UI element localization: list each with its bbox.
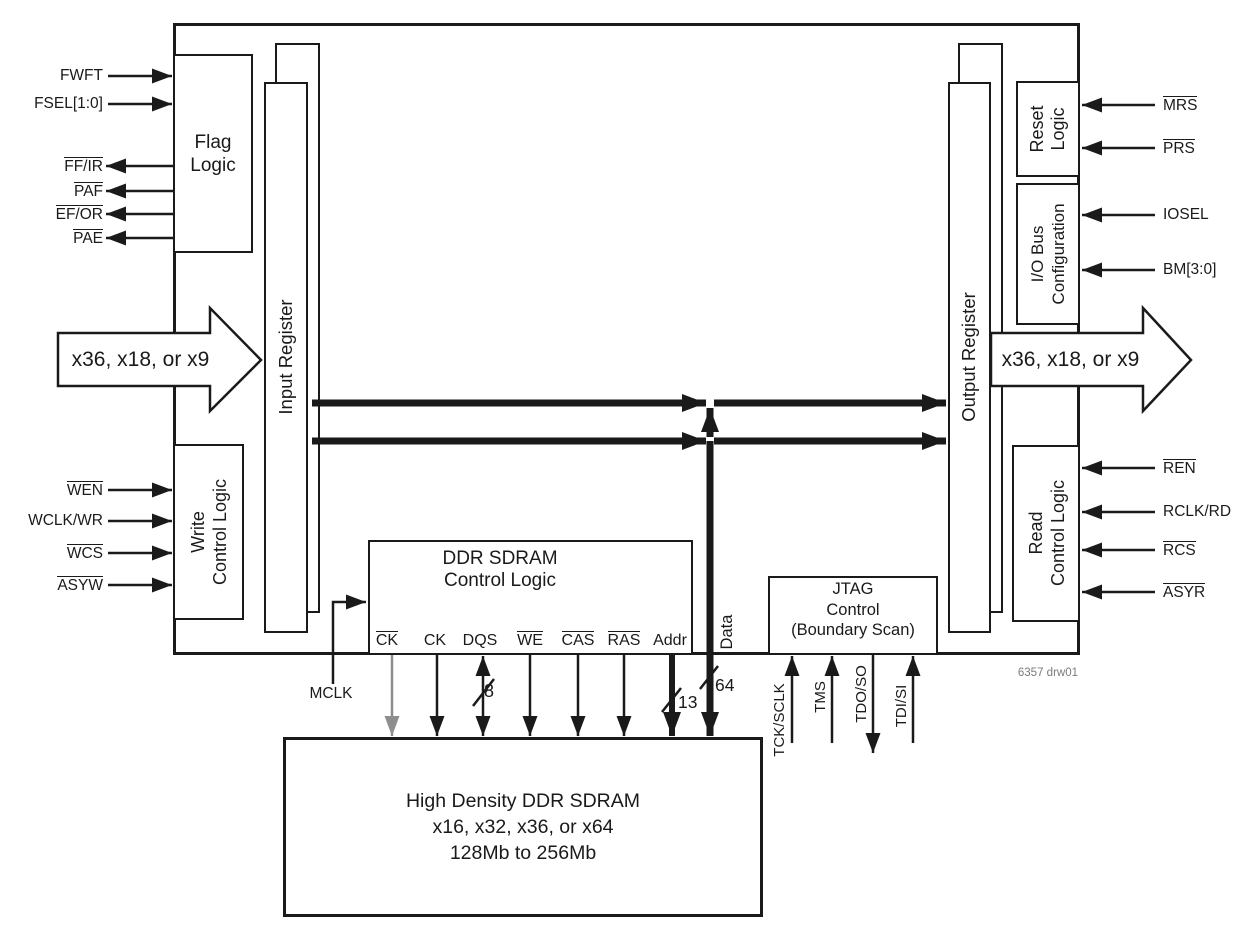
signal-rcs-text: RCS xyxy=(1163,541,1196,559)
signal-wcs-text: WCS xyxy=(66,544,103,562)
signal-rcs: RCS xyxy=(1163,541,1256,559)
input-register-label: Input Register xyxy=(275,299,296,415)
jtag-control-block xyxy=(768,576,938,655)
pin-ckb: CK xyxy=(357,631,417,651)
dqs-width-label: 8 xyxy=(484,681,495,701)
signal-fwft: FWFT xyxy=(59,67,103,84)
pin-addr: Addr xyxy=(653,632,687,649)
io-bus-config-label: I/O Bus Configuration xyxy=(1028,203,1068,305)
reset-logic-label: Reset Logic xyxy=(1027,105,1068,153)
signal-bm: BM[3:0] xyxy=(1163,261,1217,278)
signal-prs-text: PRS xyxy=(1163,139,1195,157)
output-register-label: Output Register xyxy=(958,292,979,422)
signal-prs: PRS xyxy=(1163,139,1256,157)
right-bus-width-label: x36, x18, or x9 xyxy=(1001,348,1140,371)
signal-pae: PAE xyxy=(8,229,103,247)
signal-asyw-text: ASYW xyxy=(57,576,103,594)
signal-ff-ir-text: FF/IR xyxy=(64,157,103,175)
signal-ren: REN xyxy=(1163,459,1256,477)
data-bus-label: Data xyxy=(718,614,736,650)
pin-rasb: RAS xyxy=(594,631,654,651)
pin-rasb-label: RAS xyxy=(607,631,641,649)
write-control-logic-block xyxy=(173,444,244,620)
signal-paf-text: PAF xyxy=(74,182,103,200)
drawing-number: 6357 drw01 xyxy=(1017,667,1078,679)
signal-mclk: MCLK xyxy=(309,685,353,702)
signal-wcs: WCS xyxy=(8,544,103,562)
signal-wclk-wr: WCLK/WR xyxy=(28,512,103,529)
pin-web-label: WE xyxy=(517,631,543,649)
signal-tdo-so: TDO/SO xyxy=(853,665,870,723)
left-bus-width-label: x36, x18, or x9 xyxy=(71,348,210,371)
pin-casb: CAS xyxy=(548,631,608,651)
read-control-logic-label: Read Control Logic xyxy=(1026,479,1068,587)
signal-ef-or-text: EF/OR xyxy=(55,205,103,223)
signal-asyr-text: ASYR xyxy=(1163,583,1206,601)
signal-asyr: ASYR xyxy=(1163,583,1256,601)
pin-ck: CK xyxy=(423,632,447,649)
pin-casb-label: CAS xyxy=(561,631,595,649)
io-bus-config-block xyxy=(1016,183,1080,325)
data-width-label: 64 xyxy=(715,675,735,695)
signal-wen-text: WEN xyxy=(66,481,103,499)
signal-paf: PAF xyxy=(8,182,103,200)
signal-fsel: FSEL[1:0] xyxy=(34,95,103,112)
signal-tdi-si: TDI/SI xyxy=(893,684,910,728)
signal-mrs: MRS xyxy=(1163,96,1256,114)
pin-ckb-label: CK xyxy=(375,631,399,649)
signal-pae-text: PAE xyxy=(73,229,103,247)
signal-tck-sclk: TCK/SCLK xyxy=(771,683,788,757)
signal-asyw: ASYW xyxy=(8,576,103,594)
output-register-box xyxy=(948,82,991,633)
signal-rclk-rd: RCLK/RD xyxy=(1163,503,1232,520)
pin-dqs: DQS xyxy=(462,632,498,649)
ddr-control-logic-block xyxy=(368,540,693,655)
signal-ef-or: EF/OR xyxy=(8,205,103,223)
signal-ren-text: REN xyxy=(1163,459,1196,477)
sdram-memory-block: High Density DDR SDRAM x16, x32, x36, or… xyxy=(283,737,763,917)
sdram-memory-label: High Density DDR SDRAM x16, x32, x36, or… xyxy=(405,790,641,864)
reset-logic-block xyxy=(1016,81,1080,177)
write-control-logic-label: Write Control Logic xyxy=(188,478,230,586)
signal-ff-ir: FF/IR xyxy=(8,157,103,175)
ddr-control-logic-label: DDR SDRAM Control Logic xyxy=(442,548,558,591)
flag-logic-block: Flag Logic xyxy=(173,54,253,253)
flag-logic-label: Flag Logic xyxy=(190,131,236,176)
read-control-logic-block xyxy=(1012,445,1080,622)
input-register-box xyxy=(264,82,308,633)
signal-iosel: IOSEL xyxy=(1163,206,1209,223)
pin-web: WE xyxy=(500,631,560,651)
addr-width-label: 13 xyxy=(678,692,698,712)
signal-tms: TMS xyxy=(812,681,829,713)
jtag-control-label: JTAG Control (Boundary Scan) xyxy=(791,580,915,639)
signal-mrs-text: MRS xyxy=(1163,96,1198,114)
signal-wen: WEN xyxy=(8,481,103,499)
